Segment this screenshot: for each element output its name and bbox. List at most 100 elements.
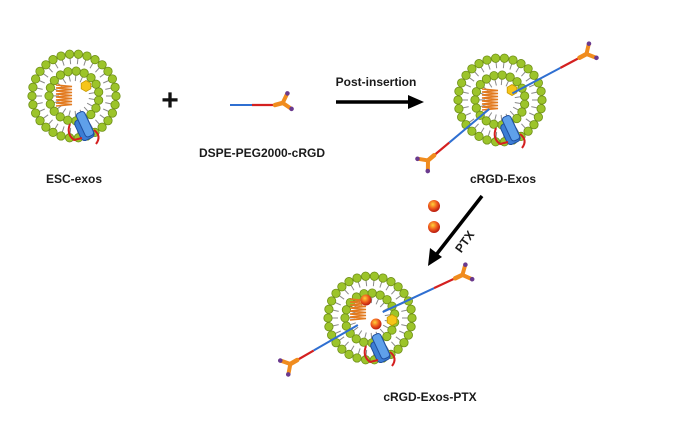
peg-chain: [313, 324, 359, 352]
lipid-head: [467, 64, 477, 74]
ptx-molecule: [360, 294, 372, 306]
lipid-head: [520, 91, 530, 101]
lipid-head: [86, 73, 96, 83]
lipid-head: [516, 59, 526, 69]
lipid-head: [49, 75, 59, 86]
lipid-head: [406, 322, 416, 332]
lipid-head: [471, 103, 481, 113]
crgd-exos-label: cRGD-Exos: [470, 172, 536, 186]
cargo-spring-icon: [349, 298, 367, 321]
crgd-exos-ptx-label: cRGD-Exos-PTX: [383, 390, 476, 404]
lipid-head: [474, 59, 484, 69]
ptx-molecule: [428, 221, 440, 233]
lipid-head: [536, 104, 546, 114]
ptx-drug-molecules: [428, 200, 440, 233]
lipid-head: [82, 51, 92, 61]
lipid-head: [73, 49, 83, 59]
lipid-head: [71, 66, 81, 76]
lipid-head: [91, 79, 101, 89]
lipid-head: [107, 108, 117, 118]
lipid-head: [382, 331, 392, 342]
lipid-head: [28, 82, 38, 92]
lipid-head: [529, 120, 539, 130]
ptx-molecule: [370, 318, 382, 330]
lipid-head: [324, 304, 334, 314]
lipid-head: [103, 116, 113, 126]
lipid-head: [55, 112, 65, 122]
lipid-head: [497, 70, 507, 80]
lipid-head: [41, 122, 51, 132]
lipid-head: [457, 112, 467, 122]
lipid-head: [31, 108, 41, 118]
lipid-head: [491, 53, 501, 63]
crgd-ligand-icon: [452, 262, 475, 282]
lipid-head: [94, 87, 104, 97]
lipid-head: [48, 55, 58, 65]
lipid-head: [49, 106, 59, 116]
lipid-head: [481, 116, 491, 126]
lipid-head: [471, 87, 481, 97]
lipid-head: [537, 95, 547, 105]
lipid-head: [344, 277, 354, 287]
lipid-head: [475, 79, 485, 90]
lipid-head: [454, 104, 464, 114]
lipid-head: [470, 95, 480, 105]
lipid-head: [94, 95, 104, 105]
lipid-head: [529, 70, 539, 80]
crgd-ligand-icon: [272, 91, 294, 112]
cargo-spring-icon: [481, 88, 499, 111]
lipid-head: [454, 86, 464, 96]
lipid-head: [512, 113, 522, 124]
crgd-ligand-icon: [415, 153, 437, 174]
lipid-head: [97, 122, 107, 132]
post-insertion-label: Post-insertion: [336, 75, 417, 89]
peg-chain: [448, 108, 490, 144]
ptx-molecule: [428, 200, 440, 212]
lipid-head: [489, 119, 499, 129]
lipid-head: [375, 290, 385, 300]
crgd-exos-ptx-vesicle: [277, 262, 475, 377]
crgd-ligand-icon: [277, 357, 300, 377]
lipid-head: [399, 288, 409, 298]
crgd-ligand-icon: [577, 41, 599, 61]
lipid-head: [63, 115, 73, 125]
hexagon-icon: [386, 314, 398, 326]
lipid-head: [351, 334, 361, 344]
lipid-head: [41, 60, 51, 70]
lipid-head: [407, 313, 417, 323]
lipid-head: [48, 127, 58, 137]
lipid-head: [340, 313, 350, 323]
lipid-head: [523, 126, 533, 136]
lipid-head: [45, 83, 55, 93]
lipid-head: [461, 70, 471, 80]
lipid-head: [523, 64, 533, 74]
ptx-loading-arrow: [428, 194, 484, 266]
lipid-head: [481, 74, 492, 84]
lipid-head: [361, 271, 371, 281]
lipid-head: [90, 55, 100, 65]
lipid-head: [86, 109, 96, 120]
lipid-head: [324, 322, 334, 332]
lipid-head: [65, 49, 75, 59]
lipid-head: [517, 107, 527, 117]
lipid-head: [536, 86, 546, 96]
lipid-head: [505, 72, 515, 82]
lipid-head: [520, 99, 530, 109]
hexagon-icon: [506, 84, 518, 96]
lipid-head: [107, 74, 117, 84]
lipid-head: [91, 103, 101, 113]
crgd-exos-vesicle: [415, 41, 599, 174]
lipid-head: [45, 99, 55, 109]
lipid-head: [31, 74, 41, 84]
lipid-head: [499, 53, 509, 63]
lipid-head: [97, 60, 107, 70]
hexagon-icon: [80, 80, 92, 92]
lipid-head: [359, 337, 369, 347]
lipid-head: [55, 70, 66, 80]
lipid-head: [35, 66, 45, 76]
lipid-head: [482, 135, 492, 145]
red-loop-icon: [67, 123, 83, 142]
lipid-head: [352, 353, 362, 363]
post-insertion-arrow: [336, 95, 424, 109]
lipid-head: [482, 55, 492, 65]
